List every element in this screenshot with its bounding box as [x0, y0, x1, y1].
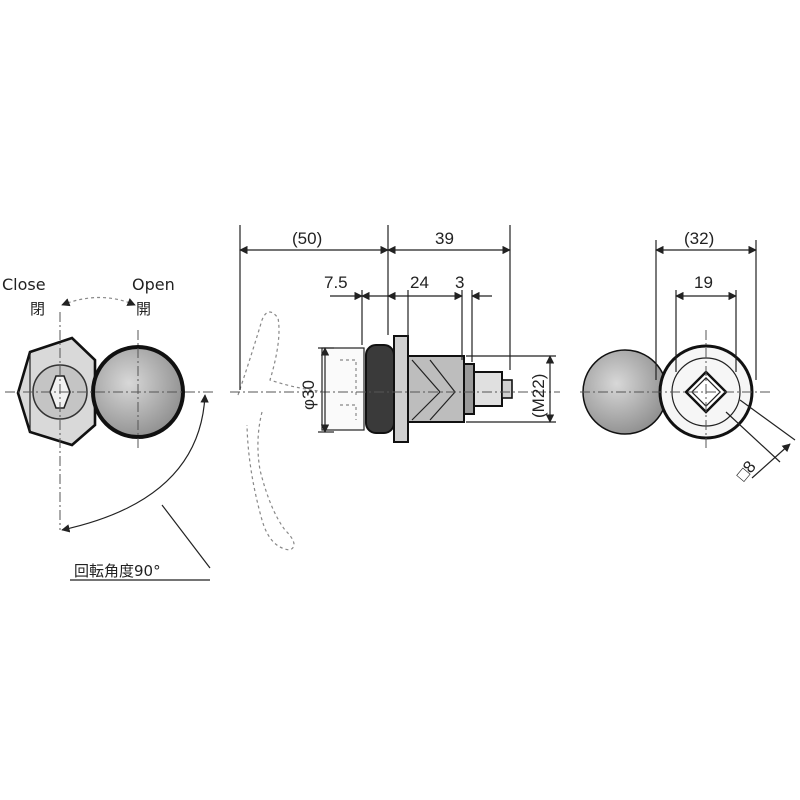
dim-square: □8	[733, 457, 760, 484]
close-jp-label: 閉	[30, 300, 45, 318]
open-label: Open	[132, 275, 175, 294]
rotation-arc	[61, 394, 209, 533]
dim-nut: 3	[455, 273, 464, 292]
cam-shaft	[473, 371, 503, 407]
rotation-angle-label: 回転角度90°	[74, 562, 161, 580]
knob-back	[365, 344, 395, 434]
dim-handle-reach: (50)	[292, 229, 322, 248]
dim-cam-width: 19	[694, 273, 713, 292]
dim-body-length: 39	[435, 229, 454, 248]
lock-nut	[463, 363, 475, 415]
dim-diameter: φ30	[299, 380, 318, 410]
rear-view: (32) 19 □8	[580, 229, 796, 485]
flange	[393, 335, 409, 443]
close-label: Close	[2, 275, 46, 294]
dim-thread-length: 24	[410, 273, 429, 292]
open-jp-label: 開	[136, 300, 151, 318]
side-view: (50) 39 7.5 24 3 φ30 (M22)	[230, 225, 560, 551]
dim-overall-width: (32)	[684, 229, 714, 248]
front-view: Close 閉 Open 開 回転角度90°	[2, 275, 215, 581]
shaft-tip	[501, 379, 513, 399]
dim-flange: 7.5	[324, 273, 348, 292]
handle-phantom-outline	[237, 311, 331, 551]
dim-thread: (M22)	[529, 374, 548, 418]
